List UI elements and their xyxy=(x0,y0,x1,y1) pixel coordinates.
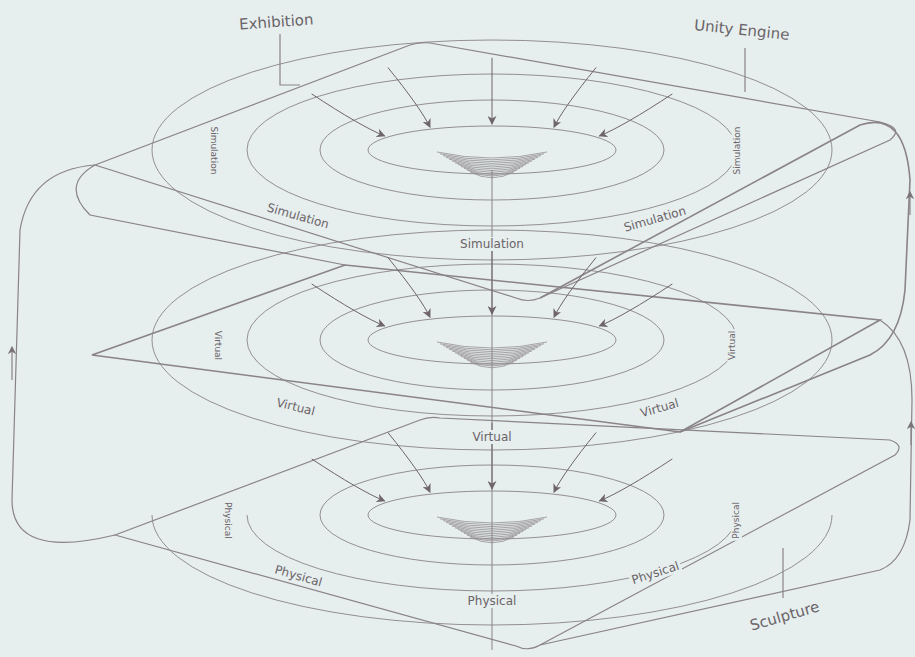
layer-side-label: Simulation xyxy=(209,124,220,176)
flow-arrow xyxy=(388,67,430,127)
ring xyxy=(152,230,832,450)
layer-label: Virtual xyxy=(470,430,513,444)
annotation-label: Sculpture xyxy=(746,597,823,635)
vortex-line xyxy=(446,522,538,528)
ring xyxy=(152,40,832,260)
vortex-line xyxy=(470,362,514,368)
layer-side-label: Physical xyxy=(222,500,233,541)
vortex-line xyxy=(449,524,535,530)
flow-arrow xyxy=(312,94,385,136)
vortex-line xyxy=(467,360,517,366)
flow-arrow xyxy=(388,257,430,317)
vortex-line xyxy=(470,537,514,543)
vortex-line xyxy=(437,517,547,523)
vortex-line xyxy=(437,152,547,158)
flow-arrow xyxy=(554,67,596,127)
vortex-line xyxy=(452,351,532,357)
flow-arrow xyxy=(312,459,385,501)
vortex-line xyxy=(443,156,541,162)
flow-arrow xyxy=(599,284,672,326)
flow-arrow xyxy=(599,459,672,501)
flow-arrow xyxy=(554,432,596,492)
layer-side-label: Virtual xyxy=(213,328,224,361)
ring xyxy=(368,491,616,539)
flow-arrow xyxy=(492,58,493,124)
vortex-line xyxy=(443,346,541,352)
flow-arrow xyxy=(388,432,430,492)
layer-label: Simulation xyxy=(458,237,526,251)
flow-arrow xyxy=(492,248,493,314)
vortex-line xyxy=(440,344,544,350)
layer-label: Physical xyxy=(466,594,519,608)
vortex-line xyxy=(440,154,544,160)
layer-label: Virtual xyxy=(273,395,318,419)
annotation-label: Exhibition xyxy=(236,10,316,33)
vortex-line xyxy=(437,342,547,348)
layer-rings xyxy=(152,423,832,625)
layer-side-label: Virtual xyxy=(728,328,739,361)
vortex-line xyxy=(443,521,541,527)
annotation-label: Unity Engine xyxy=(692,16,793,44)
ring xyxy=(368,126,616,174)
ring-arc xyxy=(247,515,737,591)
ring xyxy=(368,316,616,364)
layer-rings xyxy=(152,230,832,450)
vortex-line xyxy=(446,157,538,163)
layer-side-label: Simulation xyxy=(732,124,743,176)
vortex-line xyxy=(452,161,532,167)
layer-side-label: Physical xyxy=(731,500,742,541)
flow-arrow xyxy=(599,94,672,136)
flow-arrow xyxy=(312,284,385,326)
vortex-line xyxy=(449,159,535,165)
layer-rings xyxy=(152,40,832,260)
flow-arrow xyxy=(554,257,596,317)
layer-label: Simulation xyxy=(620,203,689,236)
vortex-line xyxy=(470,172,514,178)
vortex-line xyxy=(446,347,538,353)
vortex-line xyxy=(467,170,517,176)
vortex-line xyxy=(449,349,535,355)
vortex-line xyxy=(440,519,544,525)
layer-label: Virtual xyxy=(637,395,683,421)
vortex-line xyxy=(452,526,532,532)
vortex-line xyxy=(467,535,517,541)
